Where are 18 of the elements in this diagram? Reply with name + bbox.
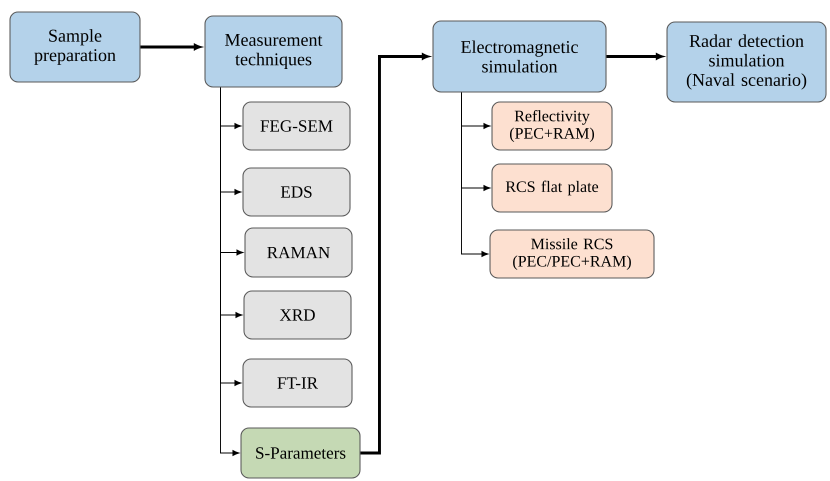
arrow <box>461 92 488 257</box>
technique-box: XRD <box>243 290 352 340</box>
result-box: Reflectivity (PEC+RAM) <box>491 101 613 151</box>
result-box: Missile RCS (PEC/PEC+RAM) <box>489 229 655 279</box>
technique-box: FEG-SEM <box>242 101 351 151</box>
arrow <box>140 44 202 50</box>
technique-box: S-Parameters <box>240 427 361 479</box>
result-box: RCS flat plate <box>491 163 613 213</box>
process-box: Radar detection simulation (Naval scenario) <box>666 21 827 103</box>
arrow <box>220 87 240 456</box>
arrow <box>606 53 664 60</box>
process-box: Sample preparation <box>9 11 141 83</box>
technique-box: RAMAN <box>244 227 353 278</box>
process-box: Electromagnetic simulation <box>432 20 607 93</box>
arrow <box>360 53 430 454</box>
technique-box: FT-IR <box>242 358 353 408</box>
technique-box: EDS <box>242 167 351 217</box>
process-box: Measurement techniques <box>204 15 343 88</box>
